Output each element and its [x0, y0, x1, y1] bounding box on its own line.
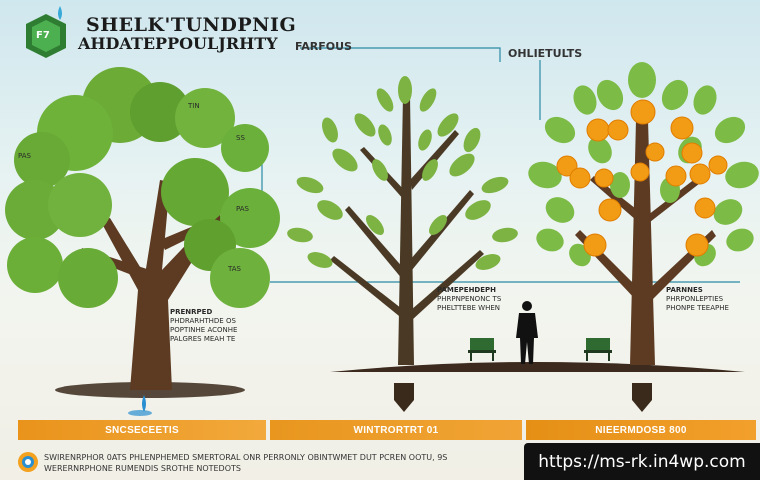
circle-label: PAS — [236, 205, 250, 213]
footer-text: SWIRENRPHOR 0ATS PHLENPHEMED SMERTORAL O… — [44, 453, 448, 473]
bench-icon — [468, 338, 612, 361]
down-arrows — [394, 383, 652, 412]
stage-bar-middle: WINTRORTRT 01 — [270, 420, 522, 440]
stage-bar-right: NIEERMDOSB 800 — [526, 420, 756, 440]
circle-label: TIN — [188, 102, 200, 110]
left-canopy — [5, 67, 280, 308]
right-ground — [330, 362, 745, 372]
circle-label: TAS — [228, 265, 241, 273]
middle-caption: PAMEPEHDEPH PHRPNPENONC TS PHELTTEBE WHE… — [437, 286, 502, 312]
connector-lines — [261, 47, 740, 283]
url-watermark: https://ms-rk.in4wp.com — [524, 443, 760, 480]
right-fruits — [556, 99, 728, 257]
person-silhouette-icon — [516, 301, 538, 364]
logo-hexagon-icon — [26, 6, 66, 58]
circle-label: SS — [236, 134, 245, 142]
footer-badge-icon — [18, 452, 38, 472]
section-header-right: OHLIETULTS — [508, 47, 583, 60]
right-caption: PARNNES PHRPONLEPTIES PHONPE TEEAPHE — [666, 286, 729, 312]
left-caption: PRENRPED PHDRARHTHDE OS POPTINHE ACONHE … — [170, 308, 238, 343]
water-drop-icon — [142, 395, 146, 412]
middle-trunk — [330, 95, 484, 365]
title-line-2: AHDATEPPOULJRHTY — [78, 34, 278, 53]
stage-bar-left: SNCSECEETIS — [18, 420, 266, 440]
middle-leaves — [287, 76, 518, 270]
circle-label: PAS — [18, 152, 32, 160]
logo-text: F7 — [36, 30, 50, 41]
section-header-middle: FARFOUS — [295, 40, 352, 53]
title-line-1: SHELK'TUNDPNIG — [86, 14, 297, 36]
